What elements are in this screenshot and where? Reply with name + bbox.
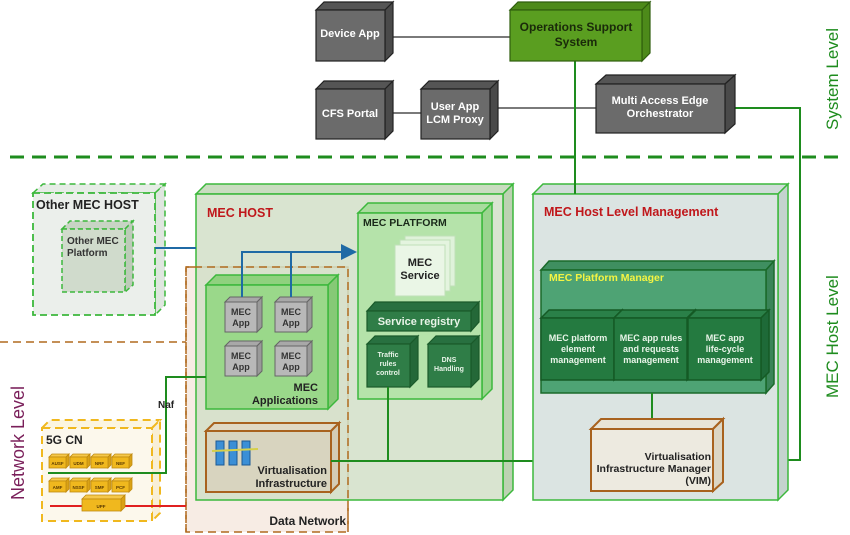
mec-app-label: App bbox=[282, 318, 300, 328]
proxy-label-line2: LCM Proxy bbox=[426, 114, 484, 126]
network-function-label: UDM bbox=[73, 461, 83, 466]
network-function-box[interactable]: NSSF bbox=[69, 477, 91, 493]
network-function-label: NEF bbox=[116, 461, 125, 466]
vim-box[interactable]: Virtualisation Infrastructure Manager (V… bbox=[588, 416, 726, 494]
network-function-label: NRF bbox=[95, 461, 104, 466]
mec-app-label: MEC bbox=[281, 307, 302, 317]
network-function-box[interactable]: PCF bbox=[111, 477, 133, 493]
app-platform-link bbox=[241, 244, 357, 297]
other-platform-line2: Platform bbox=[67, 248, 108, 259]
mec-app-label: App bbox=[282, 362, 300, 372]
naf-label: Naf bbox=[158, 400, 175, 411]
oss-box[interactable]: Operations Support System bbox=[508, 0, 652, 63]
traffic-line3: control bbox=[376, 370, 400, 377]
cfs-portal-box[interactable]: CFS Portal bbox=[314, 79, 395, 141]
device-app-box[interactable]: Device App bbox=[314, 0, 395, 63]
virt-infra-line1: Virtualisation bbox=[258, 465, 328, 477]
dns-line1: DNS bbox=[442, 357, 457, 364]
network-function-label: AUSF bbox=[51, 461, 64, 466]
mec-platform-title: MEC PLATFORM bbox=[363, 217, 447, 229]
pm-module-label: management bbox=[550, 355, 606, 365]
mec-service-line1: MEC bbox=[408, 257, 433, 269]
cfs-portal-label: CFS Portal bbox=[322, 108, 378, 120]
virt-infra-line2: Infrastructure bbox=[255, 478, 327, 490]
network-function-label: AMF bbox=[53, 485, 63, 490]
pm-module-label: element bbox=[561, 344, 595, 354]
data-network-label: Data Network bbox=[269, 514, 346, 528]
mec-applications-line1: MEC bbox=[294, 382, 319, 394]
mec-service[interactable]: MEC Service bbox=[394, 235, 456, 297]
dns-line2: Handling bbox=[434, 366, 464, 373]
device-app-label: Device App bbox=[320, 28, 380, 40]
mec-applications-line2: Applications bbox=[252, 395, 318, 407]
network-level-label: Network Level bbox=[8, 386, 28, 500]
network-function-box[interactable]: SMF bbox=[90, 477, 112, 493]
system-level-label: System Level bbox=[823, 28, 842, 130]
pm-module-label: MEC app bbox=[706, 333, 745, 343]
mec-host-title: MEC HOST bbox=[207, 206, 273, 220]
service-registry[interactable]: Service registry bbox=[365, 300, 481, 333]
mec-app-label: App bbox=[232, 362, 250, 372]
virtualisation-infrastructure[interactable]: Virtualisation Infrastructure bbox=[203, 420, 342, 495]
upf-box[interactable]: UPF bbox=[81, 494, 126, 512]
traffic-rules-control[interactable]: Traffic rules control bbox=[365, 334, 420, 389]
network-function-label: SMF bbox=[95, 485, 105, 490]
pm-module-label: MEC platform bbox=[549, 333, 608, 343]
network-function-box[interactable]: NRF bbox=[90, 453, 112, 469]
pm-module-label: management bbox=[697, 355, 753, 365]
network-function-label: PCF bbox=[116, 485, 125, 490]
server-icon bbox=[228, 440, 238, 466]
vim-line3: (VIM) bbox=[685, 475, 711, 487]
upf-label: UPF bbox=[97, 504, 106, 509]
vim-line2: Infrastructure Manager bbox=[597, 463, 711, 475]
5g-cn-title: 5G CN bbox=[46, 433, 83, 447]
server-icon bbox=[215, 440, 225, 466]
pm-module-label: life-cycle bbox=[706, 344, 745, 354]
network-function-box[interactable]: AMF bbox=[48, 477, 70, 493]
other-mec-host[interactable]: Other MEC HOST Other MEC Platform bbox=[31, 182, 167, 317]
traffic-line2: rules bbox=[380, 361, 397, 368]
mec-service-line2: Service bbox=[400, 270, 439, 282]
network-function-box[interactable]: NEF bbox=[111, 453, 133, 469]
pm-module-label: management bbox=[623, 355, 679, 365]
proxy-label-line1: User App bbox=[431, 101, 480, 113]
meao-label-line1: Multi Access Edge bbox=[612, 95, 709, 107]
server-network-icon bbox=[211, 448, 259, 452]
mec-app-label: App bbox=[232, 318, 250, 328]
network-function-box[interactable]: AUSF bbox=[48, 453, 70, 469]
host-mgmt-title: MEC Host Level Management bbox=[544, 205, 719, 219]
traffic-line1: Traffic bbox=[377, 352, 398, 359]
mec-app-label: MEC bbox=[231, 307, 252, 317]
pm-module-label: and requests bbox=[623, 344, 679, 354]
user-app-lcm-proxy-box[interactable]: User App LCM Proxy bbox=[419, 79, 500, 141]
network-function-label: NSSF bbox=[72, 485, 84, 490]
host-level-label: MEC Host Level bbox=[823, 275, 842, 398]
mec-app-label: MEC bbox=[281, 351, 302, 361]
platform-manager-title: MEC Platform Manager bbox=[549, 272, 664, 284]
server-icon bbox=[241, 440, 251, 466]
other-mec-host-title: Other MEC HOST bbox=[36, 198, 139, 212]
dns-handling[interactable]: DNS Handling bbox=[426, 334, 481, 389]
meao-label-line2: Orchestrator bbox=[627, 108, 694, 120]
other-platform-line1: Other MEC bbox=[67, 236, 119, 247]
oss-label-line2: System bbox=[555, 35, 598, 49]
pm-module-label: MEC app rules bbox=[620, 333, 683, 343]
mec-app-label: MEC bbox=[231, 351, 252, 361]
vim-line1: Virtualisation bbox=[645, 451, 711, 463]
oss-label-line1: Operations Support bbox=[520, 20, 633, 34]
network-function-box[interactable]: UDM bbox=[69, 453, 91, 469]
data-network-overlay bbox=[185, 266, 349, 532]
service-registry-label: Service registry bbox=[378, 316, 461, 328]
meao-box[interactable]: Multi Access Edge Orchestrator bbox=[594, 73, 737, 135]
mec-applications[interactable]: MEC Applications bbox=[204, 273, 340, 411]
